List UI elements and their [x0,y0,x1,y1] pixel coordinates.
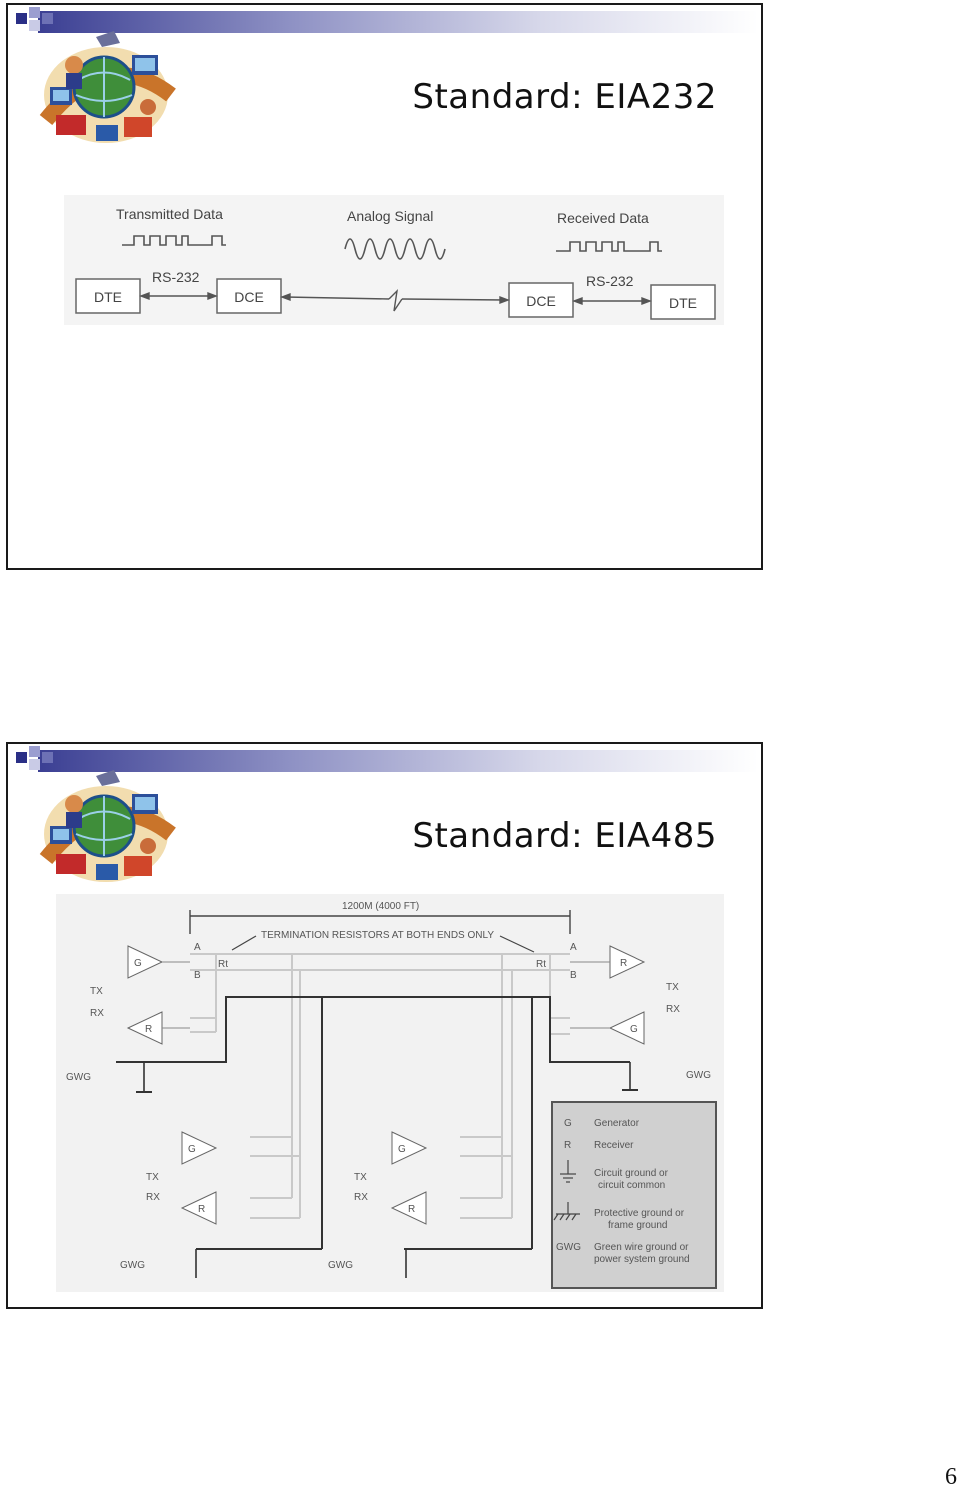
node2-tx-label: TX [354,1172,367,1183]
analog-signal-label: Analog Signal [347,208,433,224]
header-square-icon [16,752,27,763]
left-gwg-label: GWG [66,1072,91,1083]
legend-gwg-line1: Green wire ground or [594,1242,689,1253]
rs232-right-label: RS-232 [586,273,634,289]
right-pin-b: B [570,970,577,981]
node1-tx-label: TX [146,1172,159,1183]
legend-r-text: Receiver [594,1140,634,1151]
node1-rx-label: RX [146,1192,160,1203]
left-pin-b: B [194,970,201,981]
header-gradient-bar [38,11,758,33]
left-generator-label: G [134,958,142,969]
bus-lines [190,953,570,1219]
legend-protective-ground-line2: frame ground [608,1220,667,1231]
distance-label: 1200M (4000 FT) [342,901,419,912]
node1-gwg-label: GWG [120,1260,145,1271]
node2-gwg-label: GWG [328,1260,353,1271]
slide-title: Standard: EIA485 [412,816,717,856]
left-rx-label: RX [90,1008,104,1019]
termination-note: TERMINATION RESISTORS AT BOTH ENDS ONLY [261,930,494,941]
dte-right-box [650,284,716,320]
protective-ground-icon [553,1202,580,1221]
right-generator-label: G [630,1024,638,1035]
header-square-icon [16,13,27,24]
ground-wire [116,996,630,1250]
rs232-left-label: RS-232 [152,269,200,285]
networking-globe-logo-icon [39,770,176,882]
page-number: 6 [945,1464,957,1490]
legend-r-key: R [564,1140,571,1151]
legend-protective-ground-line1: Protective ground or [594,1208,685,1219]
slide-eia232: Standard: EIA232 Transmitted Data Analog… [6,3,763,570]
analog-sine-wave [344,238,446,260]
networking-globe-logo-icon [39,31,176,143]
node1-generator-label: G [188,1144,196,1155]
rs232-link-diagram: Transmitted Data Analog Signal Received … [64,195,724,325]
left-receiver-label: R [145,1024,152,1035]
dce-left-box [216,278,282,314]
node2-generator-label: G [398,1144,406,1155]
right-receiver-label: R [620,958,627,969]
received-data-label: Received Data [557,210,649,226]
dce-right-box [508,282,574,318]
left-tx-label: TX [90,986,103,997]
dte-left-label: DTE [94,289,122,305]
right-rt-label: Rt [536,959,546,970]
header-square-icon [29,746,40,757]
node2-rx-label: RX [354,1192,368,1203]
header-square-icon [29,759,40,770]
header-square-icon [42,752,53,763]
circuit-ground-icon [560,1160,576,1183]
header-gradient-bar [38,750,758,772]
left-pin-a: A [194,942,201,953]
legend-g-key: G [564,1118,572,1129]
slide-eia485: Standard: EIA485 1200M (4000 FT) TERMINA… [6,742,763,1309]
received-square-wave [556,241,662,252]
header-square-icon [29,20,40,31]
dce-right-label: DCE [526,293,556,309]
legend-g-text: Generator [594,1118,640,1129]
node1-receiver-label: R [198,1204,205,1215]
slide-title: Standard: EIA232 [412,77,717,117]
legend-circuit-ground-line2: circuit common [598,1180,665,1191]
legend-box [551,1101,717,1289]
legend-circuit-ground-line1: Circuit ground or [594,1168,669,1179]
dte-left-box [75,278,141,314]
right-pin-a: A [570,942,577,953]
connection-lines [139,289,652,312]
rs485-bus-diagram: 1200M (4000 FT) TERMINATION RESISTORS AT… [56,894,724,1292]
transmitted-square-wave [122,235,226,246]
right-rx-label: RX [666,1004,680,1015]
dte-right-label: DTE [669,295,697,311]
transmitted-data-label: Transmitted Data [116,206,223,222]
legend-gwg-line2: power system ground [594,1254,690,1265]
dce-left-label: DCE [234,289,264,305]
node2-receiver-label: R [408,1204,415,1215]
legend-gwg-key: GWG [556,1242,581,1253]
header-square-icon [42,13,53,24]
header-square-icon [29,7,40,18]
left-rt-label: Rt [218,959,228,970]
right-gwg-label: GWG [686,1070,711,1081]
right-tx-label: TX [666,982,679,993]
